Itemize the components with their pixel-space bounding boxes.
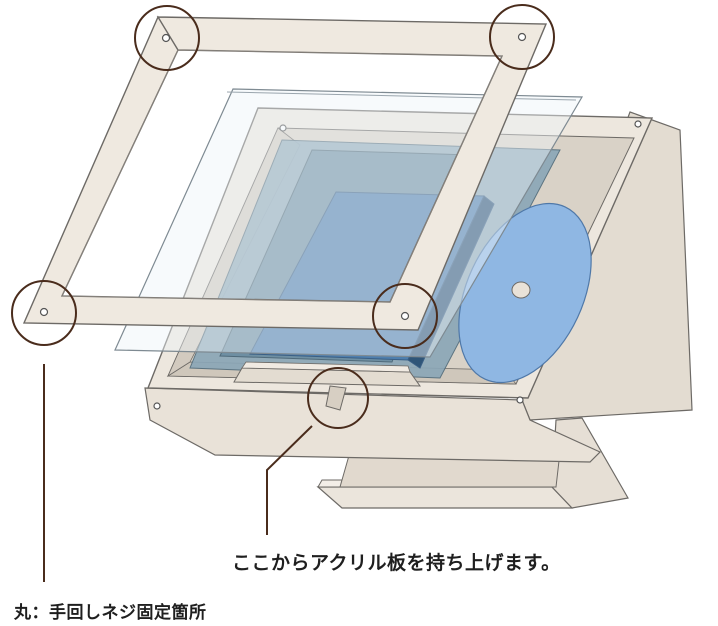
circle-legend-caption: 丸：手回しネジ固定箇所 (14, 603, 207, 623)
screw-hole-icon (279, 124, 287, 132)
stand-leg (551, 417, 629, 509)
callout-markers (11, 4, 555, 429)
screw-hole-icon (39, 307, 49, 317)
screw-hole-icon (634, 120, 642, 128)
circle-marker-icon (134, 5, 200, 71)
leader-line-lift (266, 425, 313, 535)
front-frame (22, 15, 548, 331)
circle-marker-icon (11, 280, 77, 346)
circle-marker-icon (307, 367, 369, 429)
circle-marker-icon (372, 283, 438, 349)
screw-hole-icon (516, 396, 524, 404)
screw-hole-icon (400, 311, 410, 321)
leader-lines (43, 364, 313, 582)
bracket-tab (325, 385, 347, 411)
circle-marker-icon (489, 4, 555, 70)
support-bar-top (241, 361, 411, 373)
screw-hole-icon (517, 32, 527, 42)
acrylic-sheet-edge (226, 91, 577, 101)
stand-foot (316, 486, 574, 509)
frame-inner-bevel (61, 49, 503, 303)
screw-hole-icon (153, 402, 161, 410)
screw-hole-icon (161, 33, 171, 43)
display-panel-edge (407, 195, 495, 369)
case-bottom-face (144, 387, 602, 463)
lift-point-caption: ここからアクリル板を持ち上げます。 (232, 552, 561, 574)
disc-hub (511, 281, 531, 299)
